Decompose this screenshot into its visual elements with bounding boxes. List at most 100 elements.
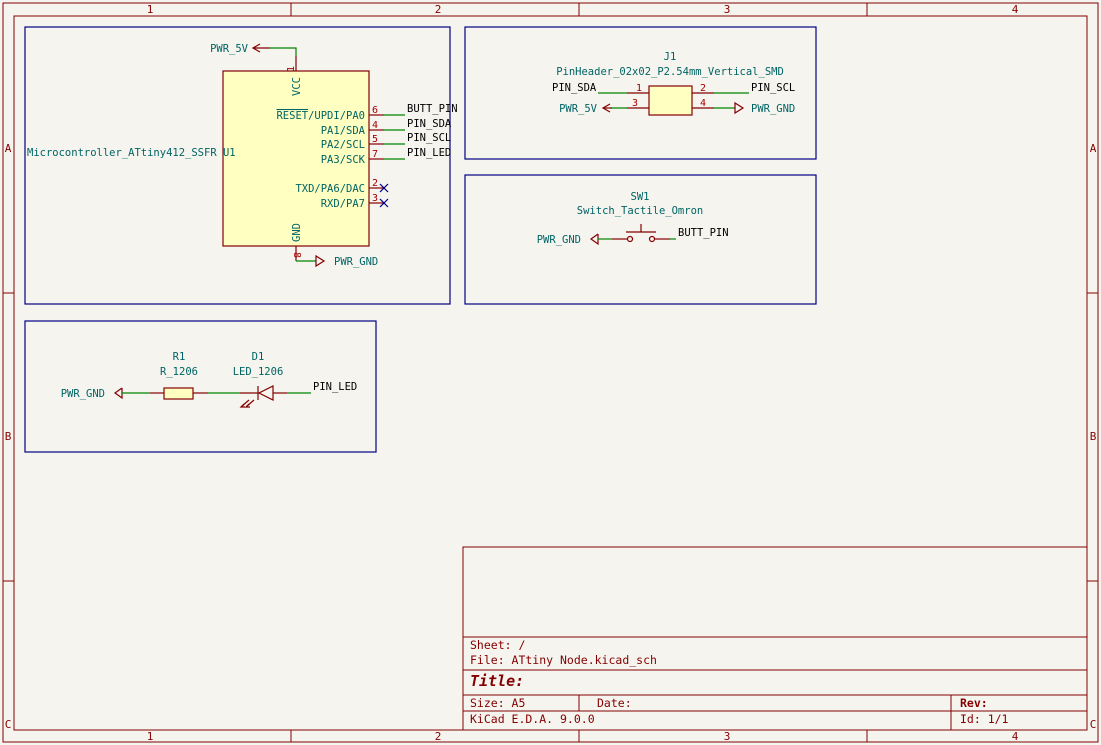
led-block[interactable]: R1 R_1206 D1 LED_1206 PWR_GND PIN_LED	[24, 320, 377, 453]
left-ruler: A B C	[3, 142, 14, 731]
ruler-col-4-bottom: 4	[1012, 730, 1019, 743]
pin-pa2-name: PA2/SCL	[321, 139, 365, 151]
no-connect-pa6-icon	[379, 183, 389, 193]
r1-body[interactable]	[163, 387, 194, 400]
j1-net-5v: PWR_5V	[559, 103, 598, 115]
pin-pa6-name: TXD/PA6/DAC	[295, 183, 365, 195]
mcu-group-box	[24, 26, 451, 305]
pin-pa7-number: 3	[372, 193, 378, 204]
pwr-5v-symbol[interactable]: PWR_5V	[210, 43, 270, 55]
r1-value: R_1206	[160, 366, 198, 378]
vcc-pin-number: 1	[286, 66, 297, 72]
gnd-pin-name: GND	[291, 223, 303, 242]
net-pin-led: PIN_LED	[407, 147, 451, 159]
sw1-ref: SW1	[631, 191, 650, 203]
switch-group-box	[464, 174, 817, 305]
ruler-col-2: 2	[435, 3, 442, 16]
j1-pin3-number: 3	[632, 98, 638, 109]
mcu-pin-pa2[interactable]: 5 PA2/SCL PIN_SCL	[321, 132, 452, 151]
led-symbol[interactable]	[239, 385, 287, 408]
ruler-col-4: 4	[1012, 3, 1019, 16]
header-group-box	[464, 26, 817, 160]
mcu-pin-pa7[interactable]: 3 RXD/PA7	[321, 193, 389, 210]
led-group-box	[24, 320, 377, 453]
gnd-pin-number: 8	[291, 252, 302, 258]
tb-title: Title:	[470, 672, 524, 690]
tb-file: File: ATtiny Node.kicad_sch	[470, 653, 657, 667]
sw1-net-gnd: PWR_GND	[537, 234, 581, 246]
pin-pa7-name: RXD/PA7	[321, 198, 365, 210]
ruler-col-3: 3	[724, 3, 731, 16]
j1-value: PinHeader_02x02_P2.54mm_Vertical_SMD	[556, 66, 784, 78]
sw1-value: Switch_Tactile_Omron	[577, 205, 703, 217]
vcc-wire	[270, 47, 297, 56]
pin-pa1-number: 4	[372, 120, 378, 131]
ruler-row-b-right: B	[1090, 430, 1097, 443]
d1-value: LED_1206	[233, 366, 284, 378]
reset-overbar: RESET	[276, 110, 308, 122]
tb-id: Id: 1/1	[960, 712, 1009, 726]
pwr-5v-label: PWR_5V	[210, 43, 249, 55]
bottom-ruler: 1 2 3 4	[147, 730, 1019, 743]
j1-ref: J1	[664, 51, 677, 63]
pin-pa1-name: PA1/SDA	[321, 125, 366, 137]
ruler-col-1: 1	[147, 3, 154, 16]
j1-body[interactable]	[648, 85, 693, 116]
tb-rev: Rev:	[960, 696, 988, 710]
sw1-net-butt: BUTT_PIN	[678, 227, 729, 239]
ruler-row-c: C	[5, 718, 12, 731]
mcu-body[interactable]	[222, 70, 370, 247]
tb-size: Size: A5	[470, 696, 525, 710]
pwr-gnd-label-mcu: PWR_GND	[334, 256, 378, 268]
j1-pin1-number: 1	[636, 83, 642, 94]
tb-tool: KiCad E.D.A. 9.0.0	[470, 712, 595, 726]
ruler-row-a-right: A	[1090, 142, 1097, 155]
tb-date: Date:	[597, 696, 632, 710]
title-block: Sheet: / File: ATtiny Node.kicad_sch Tit…	[462, 546, 1088, 731]
r1-ref: R1	[173, 351, 186, 363]
pwr-gnd-symbol-mcu[interactable]: PWR_GND	[315, 254, 378, 268]
ruler-row-a: A	[5, 142, 12, 155]
net-butt-pin: BUTT_PIN	[407, 103, 458, 115]
header-block[interactable]: J1 PinHeader_02x02_P2.54mm_Vertical_SMD …	[464, 26, 817, 160]
pwr-5v-symbol-j1[interactable]: PWR_5V	[559, 103, 612, 115]
pin-pa2-number: 5	[372, 134, 378, 145]
mcu-pin-pa6[interactable]: 2 TXD/PA6/DAC	[295, 178, 389, 195]
net-pin-scl: PIN_SCL	[407, 132, 451, 144]
mcu-label: Microcontroller_ATtiny412_SSFR U1	[27, 147, 236, 159]
pin-pa6-number: 2	[372, 178, 378, 189]
ruler-col-2-bottom: 2	[435, 730, 442, 743]
ruler-row-b: B	[5, 430, 12, 443]
pin-pa3-name: PA3/SCK	[321, 154, 366, 166]
no-connect-pa7-icon	[379, 198, 389, 208]
switch-symbol[interactable]	[612, 224, 670, 243]
pwr-gnd-symbol-sw1[interactable]: PWR_GND	[537, 233, 599, 246]
net-pin-sda: PIN_SDA	[407, 118, 452, 130]
pin-pa0-name: RESET/UPDI/PA0	[276, 110, 365, 122]
led-light-arrows-icon	[239, 399, 255, 408]
j1-pin4-number: 4	[700, 98, 706, 109]
pwr-gnd-symbol-j1[interactable]: PWR_GND	[734, 101, 795, 115]
tb-sheet: Sheet: /	[470, 638, 525, 652]
pin-pa0-number: 6	[372, 105, 378, 116]
pwr-gnd-symbol-led[interactable]: PWR_GND	[61, 387, 123, 400]
led-net-gnd: PWR_GND	[61, 388, 105, 400]
pin-pa0-name-rest: /UPDI/PA0	[308, 110, 365, 122]
j1-pin2-number: 2	[700, 83, 706, 94]
mcu-block[interactable]: PWR_5V 1 VCC GND 8 PWR_GND 6 RESET/UPDI/…	[24, 26, 458, 305]
led-net-pin: PIN_LED	[313, 381, 357, 393]
j1-net-sda: PIN_SDA	[552, 82, 597, 94]
pin-pa3-number: 7	[372, 149, 378, 160]
right-ruler: A B C	[1087, 142, 1098, 731]
mcu-pin-pa0[interactable]: 6 RESET/UPDI/PA0 BUTT_PIN	[276, 103, 457, 122]
ruler-row-c-right: C	[1090, 718, 1097, 731]
j1-net-scl: PIN_SCL	[751, 82, 795, 94]
ruler-col-1-bottom: 1	[147, 730, 154, 743]
mcu-pin-pa1[interactable]: 4 PA1/SDA PIN_SDA	[321, 118, 452, 137]
switch-block[interactable]: SW1 Switch_Tactile_Omron PWR_GND BUTT_PI…	[464, 174, 817, 305]
top-ruler: 1 2 3 4	[147, 3, 1019, 16]
vcc-pin-name: VCC	[291, 77, 303, 96]
mcu-pin-pa3[interactable]: 7 PA3/SCK PIN_LED	[321, 147, 452, 166]
